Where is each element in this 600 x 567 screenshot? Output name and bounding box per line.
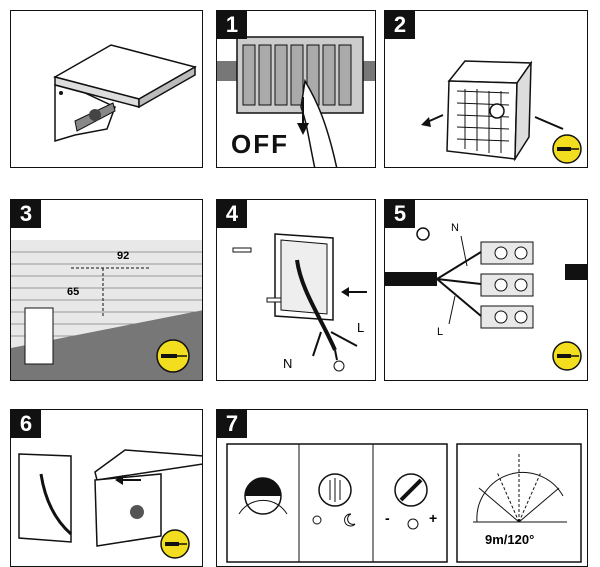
step-number: 7 <box>217 410 247 438</box>
screwdriver-badge-icon <box>552 134 582 164</box>
panel-step-4: 4 N L <box>216 199 376 381</box>
range-label: 9m/120° <box>485 532 535 547</box>
panel-step-1: 1 OFF <box>216 10 376 168</box>
step-number: 4 <box>217 200 247 228</box>
dimension-vertical: 65 <box>67 286 80 298</box>
off-label: OFF <box>231 129 289 159</box>
panel-step-3: 3 92 65 <box>10 199 203 381</box>
luminaire-drawing <box>53 44 197 143</box>
live-label: L <box>437 326 444 338</box>
mount-drawing <box>18 449 202 547</box>
step-number: 3 <box>11 200 41 228</box>
panel-step-7: 7 - + 9m/120° <box>216 409 588 567</box>
step-number: 1 <box>217 11 247 39</box>
panel-luminaire <box>10 10 203 168</box>
live-label: L <box>357 320 365 335</box>
panel-step-2: 2 <box>384 10 588 168</box>
cable-entry-drawing <box>232 233 367 372</box>
settings-drawing <box>226 443 582 563</box>
screwdriver-badge-icon <box>160 529 190 559</box>
panel-step-5: 5 N L <box>384 199 588 381</box>
terminal-wiring-drawing <box>385 227 587 329</box>
housing-open-drawing <box>421 60 564 162</box>
moon-icon <box>344 513 356 527</box>
lux-plus-label: + <box>429 510 438 526</box>
lux-minus-label: - <box>385 510 390 526</box>
neutral-label: N <box>451 222 459 234</box>
neutral-label: N <box>283 356 293 371</box>
step-number: 5 <box>385 200 415 228</box>
earth-symbol-icon <box>416 227 430 241</box>
clock-icon <box>407 518 419 530</box>
screwdriver-badge-icon <box>156 339 190 373</box>
panel-step-6: 6 <box>10 409 203 567</box>
step-number: 2 <box>385 11 415 39</box>
breaker-drawing <box>217 36 375 167</box>
step-number: 6 <box>11 410 41 438</box>
dimension-horizontal: 92 <box>117 250 130 262</box>
screwdriver-badge-icon <box>552 341 582 371</box>
brick-wall-drawing <box>11 240 202 380</box>
sun-icon <box>312 515 322 525</box>
